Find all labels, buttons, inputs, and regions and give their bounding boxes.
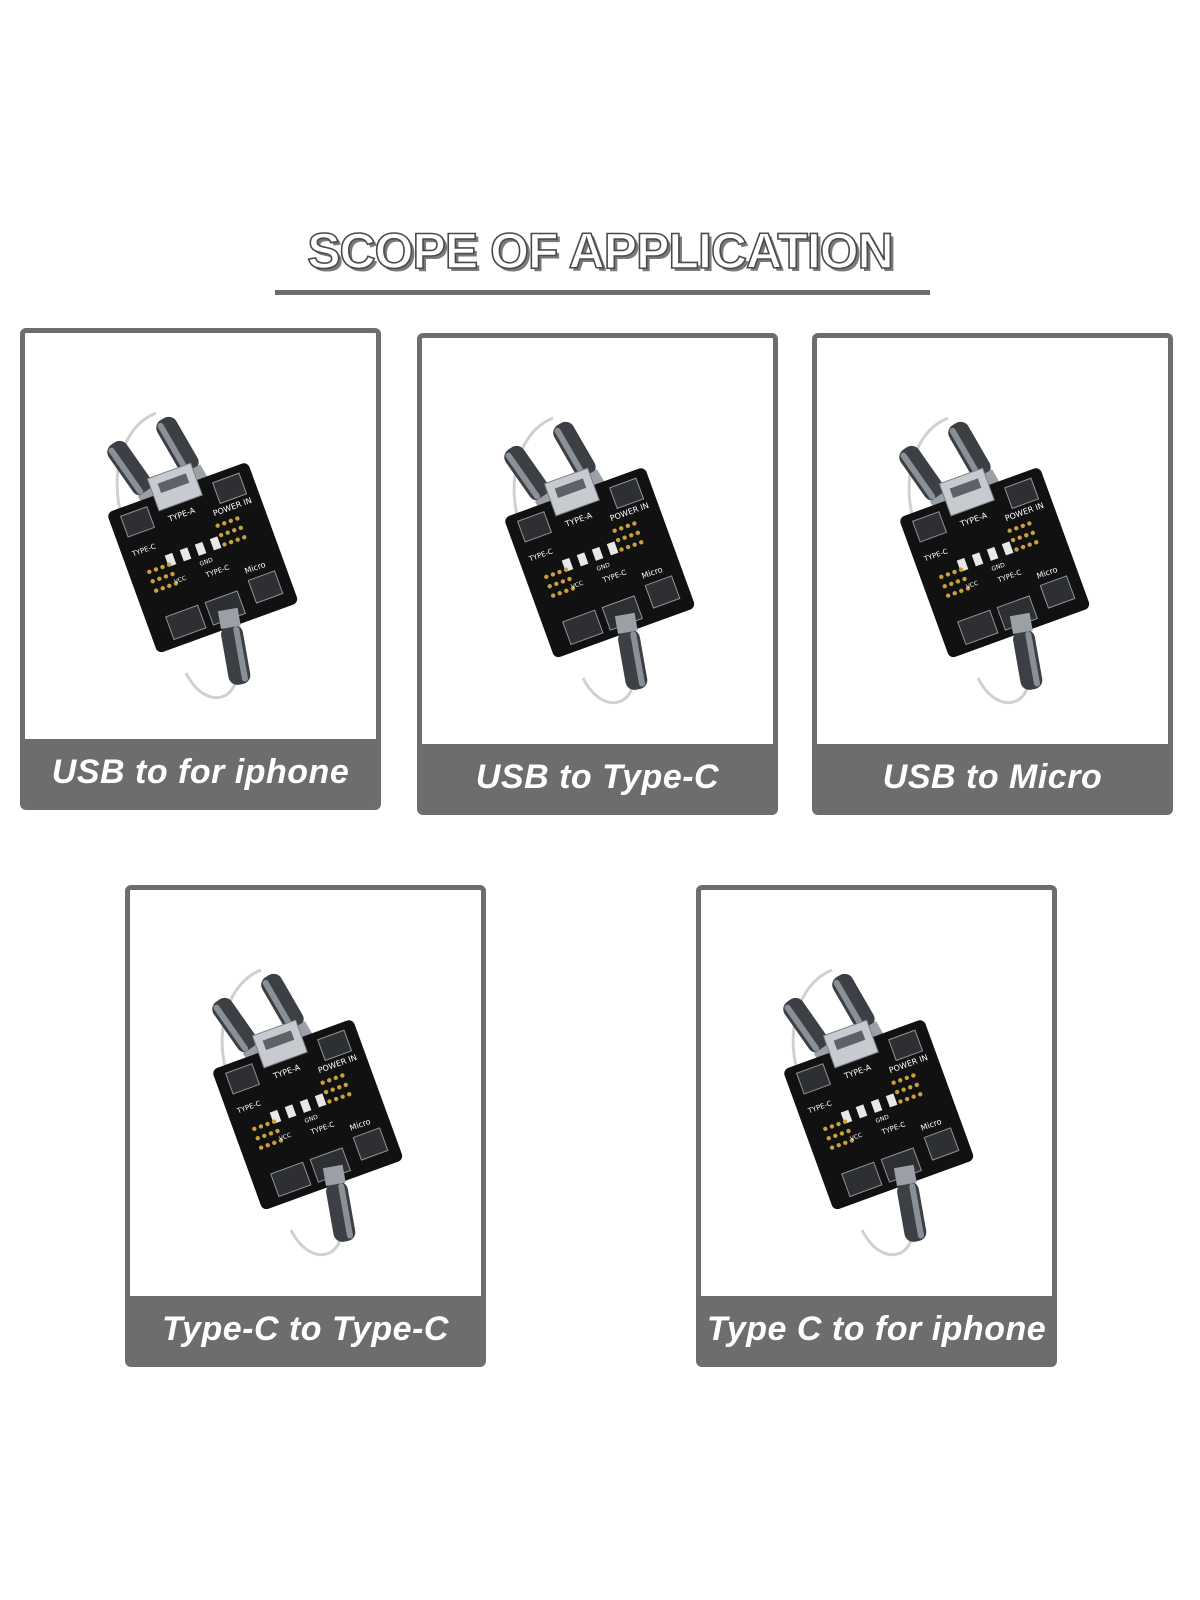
cable-plug bbox=[1009, 612, 1042, 690]
board-label-vcc: VCC bbox=[173, 575, 187, 586]
led-indicator bbox=[209, 536, 221, 551]
circuit-board bbox=[107, 463, 297, 653]
led-indicator bbox=[885, 1093, 897, 1108]
cable-plug bbox=[322, 1164, 355, 1242]
board-label-gnd: GND bbox=[303, 1113, 319, 1124]
board-label-vcc: VCC bbox=[570, 580, 584, 591]
page-title: SCOPE OF APPLICATION bbox=[306, 222, 894, 280]
led-indicator bbox=[870, 1098, 882, 1113]
lightning-port bbox=[1003, 477, 1039, 510]
micro-port bbox=[1039, 575, 1075, 609]
type-c-port bbox=[795, 1063, 831, 1095]
type-c-port bbox=[840, 1161, 883, 1198]
led-indicator bbox=[299, 1098, 311, 1113]
led-indicator bbox=[576, 552, 588, 567]
type-c-port bbox=[164, 604, 207, 641]
circuit-board bbox=[783, 1020, 973, 1210]
micro-port bbox=[247, 570, 283, 604]
led-indicator bbox=[1001, 541, 1013, 556]
cable-plug bbox=[893, 1164, 926, 1242]
board-label-gnd: GND bbox=[990, 561, 1006, 572]
title-underline bbox=[275, 290, 930, 295]
lightning-port bbox=[887, 1029, 923, 1062]
card-caption: USB to Micro bbox=[817, 744, 1168, 810]
type-c-port bbox=[224, 1063, 260, 1095]
led-indicator bbox=[855, 1104, 867, 1119]
lightning-port bbox=[608, 477, 644, 510]
type-c-port bbox=[269, 1161, 312, 1198]
micro-port bbox=[644, 575, 680, 609]
type-c-port bbox=[119, 506, 155, 538]
circuit-board bbox=[504, 468, 694, 658]
led-indicator bbox=[194, 541, 206, 556]
lightning-port bbox=[211, 472, 247, 505]
type-c-port bbox=[911, 511, 947, 543]
led-indicator bbox=[314, 1093, 326, 1108]
led-indicator bbox=[591, 546, 603, 561]
card-caption: USB to for iphone bbox=[25, 739, 376, 805]
circuit-board bbox=[212, 1020, 402, 1210]
led-indicator bbox=[971, 552, 983, 567]
led-indicator bbox=[179, 547, 191, 562]
type-c-port bbox=[516, 511, 552, 543]
board-label-vcc: VCC bbox=[278, 1132, 292, 1143]
cable-plug bbox=[217, 607, 250, 685]
board-label-vcc: VCC bbox=[965, 580, 979, 591]
board-label-gnd: GND bbox=[595, 561, 611, 572]
type-c-port bbox=[956, 609, 999, 646]
card-caption: Type C to for iphone bbox=[701, 1296, 1052, 1362]
led-indicator bbox=[284, 1104, 296, 1119]
micro-port bbox=[923, 1127, 959, 1161]
micro-port bbox=[352, 1127, 388, 1161]
board-label-gnd: GND bbox=[198, 556, 214, 567]
board-label-gnd: GND bbox=[874, 1113, 890, 1124]
card-caption: Type-C to Type-C bbox=[130, 1296, 481, 1362]
led-indicator bbox=[606, 541, 618, 556]
led-indicator bbox=[986, 546, 998, 561]
circuit-board bbox=[899, 468, 1089, 658]
card-caption: USB to Type-C bbox=[422, 744, 773, 810]
lightning-port bbox=[316, 1029, 352, 1062]
type-c-port bbox=[561, 609, 604, 646]
cable-plug bbox=[614, 612, 647, 690]
board-label-vcc: VCC bbox=[849, 1132, 863, 1143]
